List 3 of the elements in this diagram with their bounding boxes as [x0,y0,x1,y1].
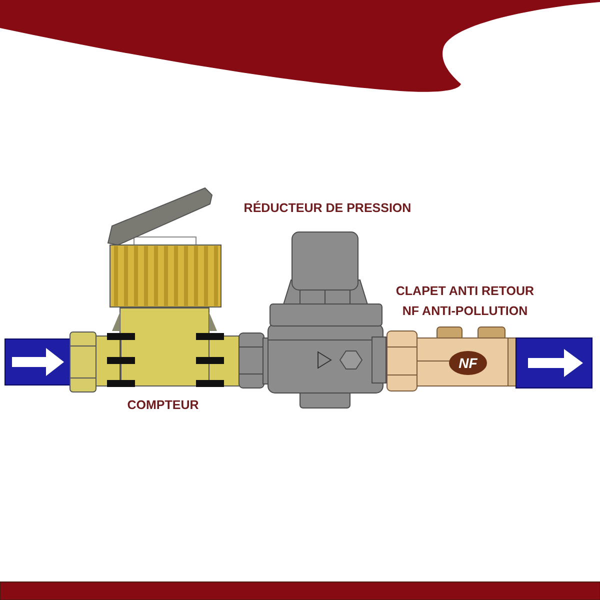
part-label: RÉDUCTEUR DE PRESSION [242,200,412,217]
part-label: COMPTEUR [126,397,200,414]
part-label: CLAPET ANTI RETOUR NF ANTI-POLLUTION [394,283,536,320]
